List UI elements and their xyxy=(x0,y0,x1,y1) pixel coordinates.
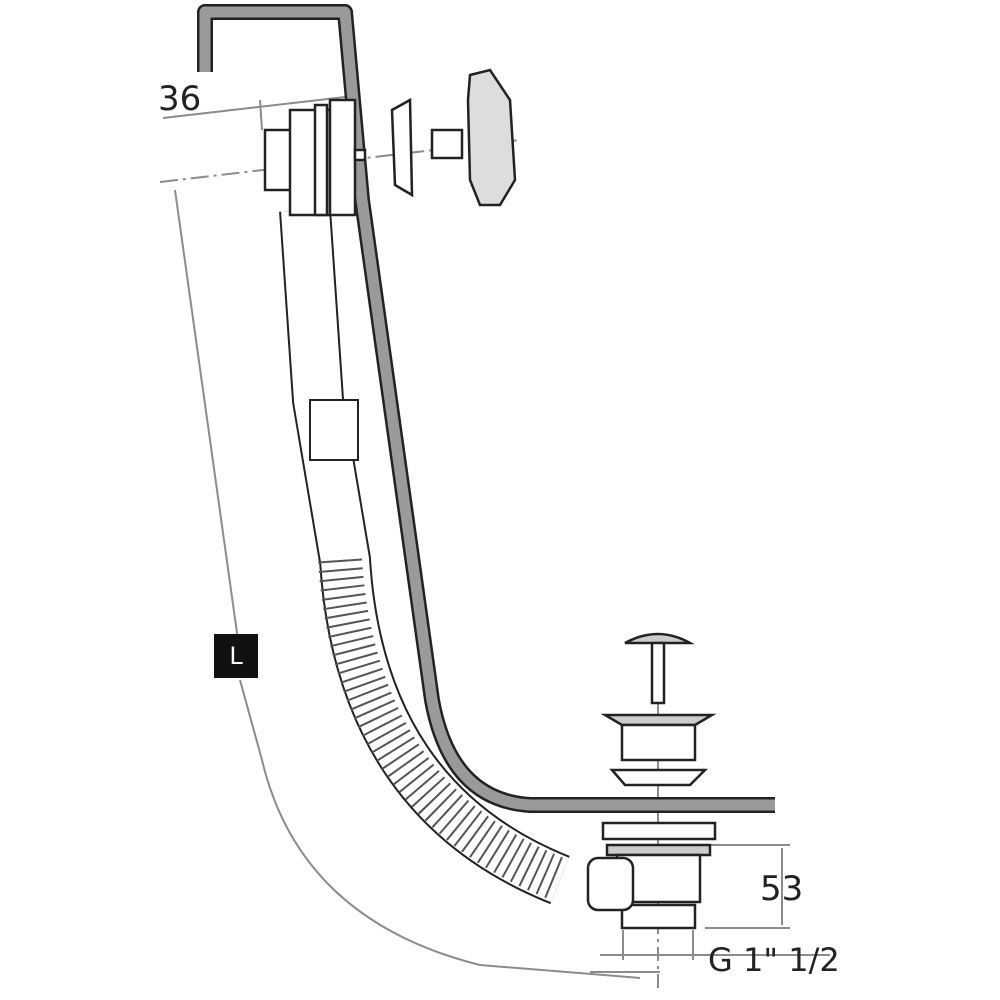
waste-height-dimension: 53 xyxy=(760,869,804,909)
waste-fitting xyxy=(586,632,717,930)
length-label-badge: L xyxy=(214,634,258,678)
thread-size-dimension: G 1" 1/2 xyxy=(708,941,840,979)
overflow-head xyxy=(263,68,517,217)
flexible-hose xyxy=(279,208,570,905)
overflow-tube xyxy=(197,4,775,813)
overflow-offset-dimension: 36 xyxy=(158,79,202,119)
